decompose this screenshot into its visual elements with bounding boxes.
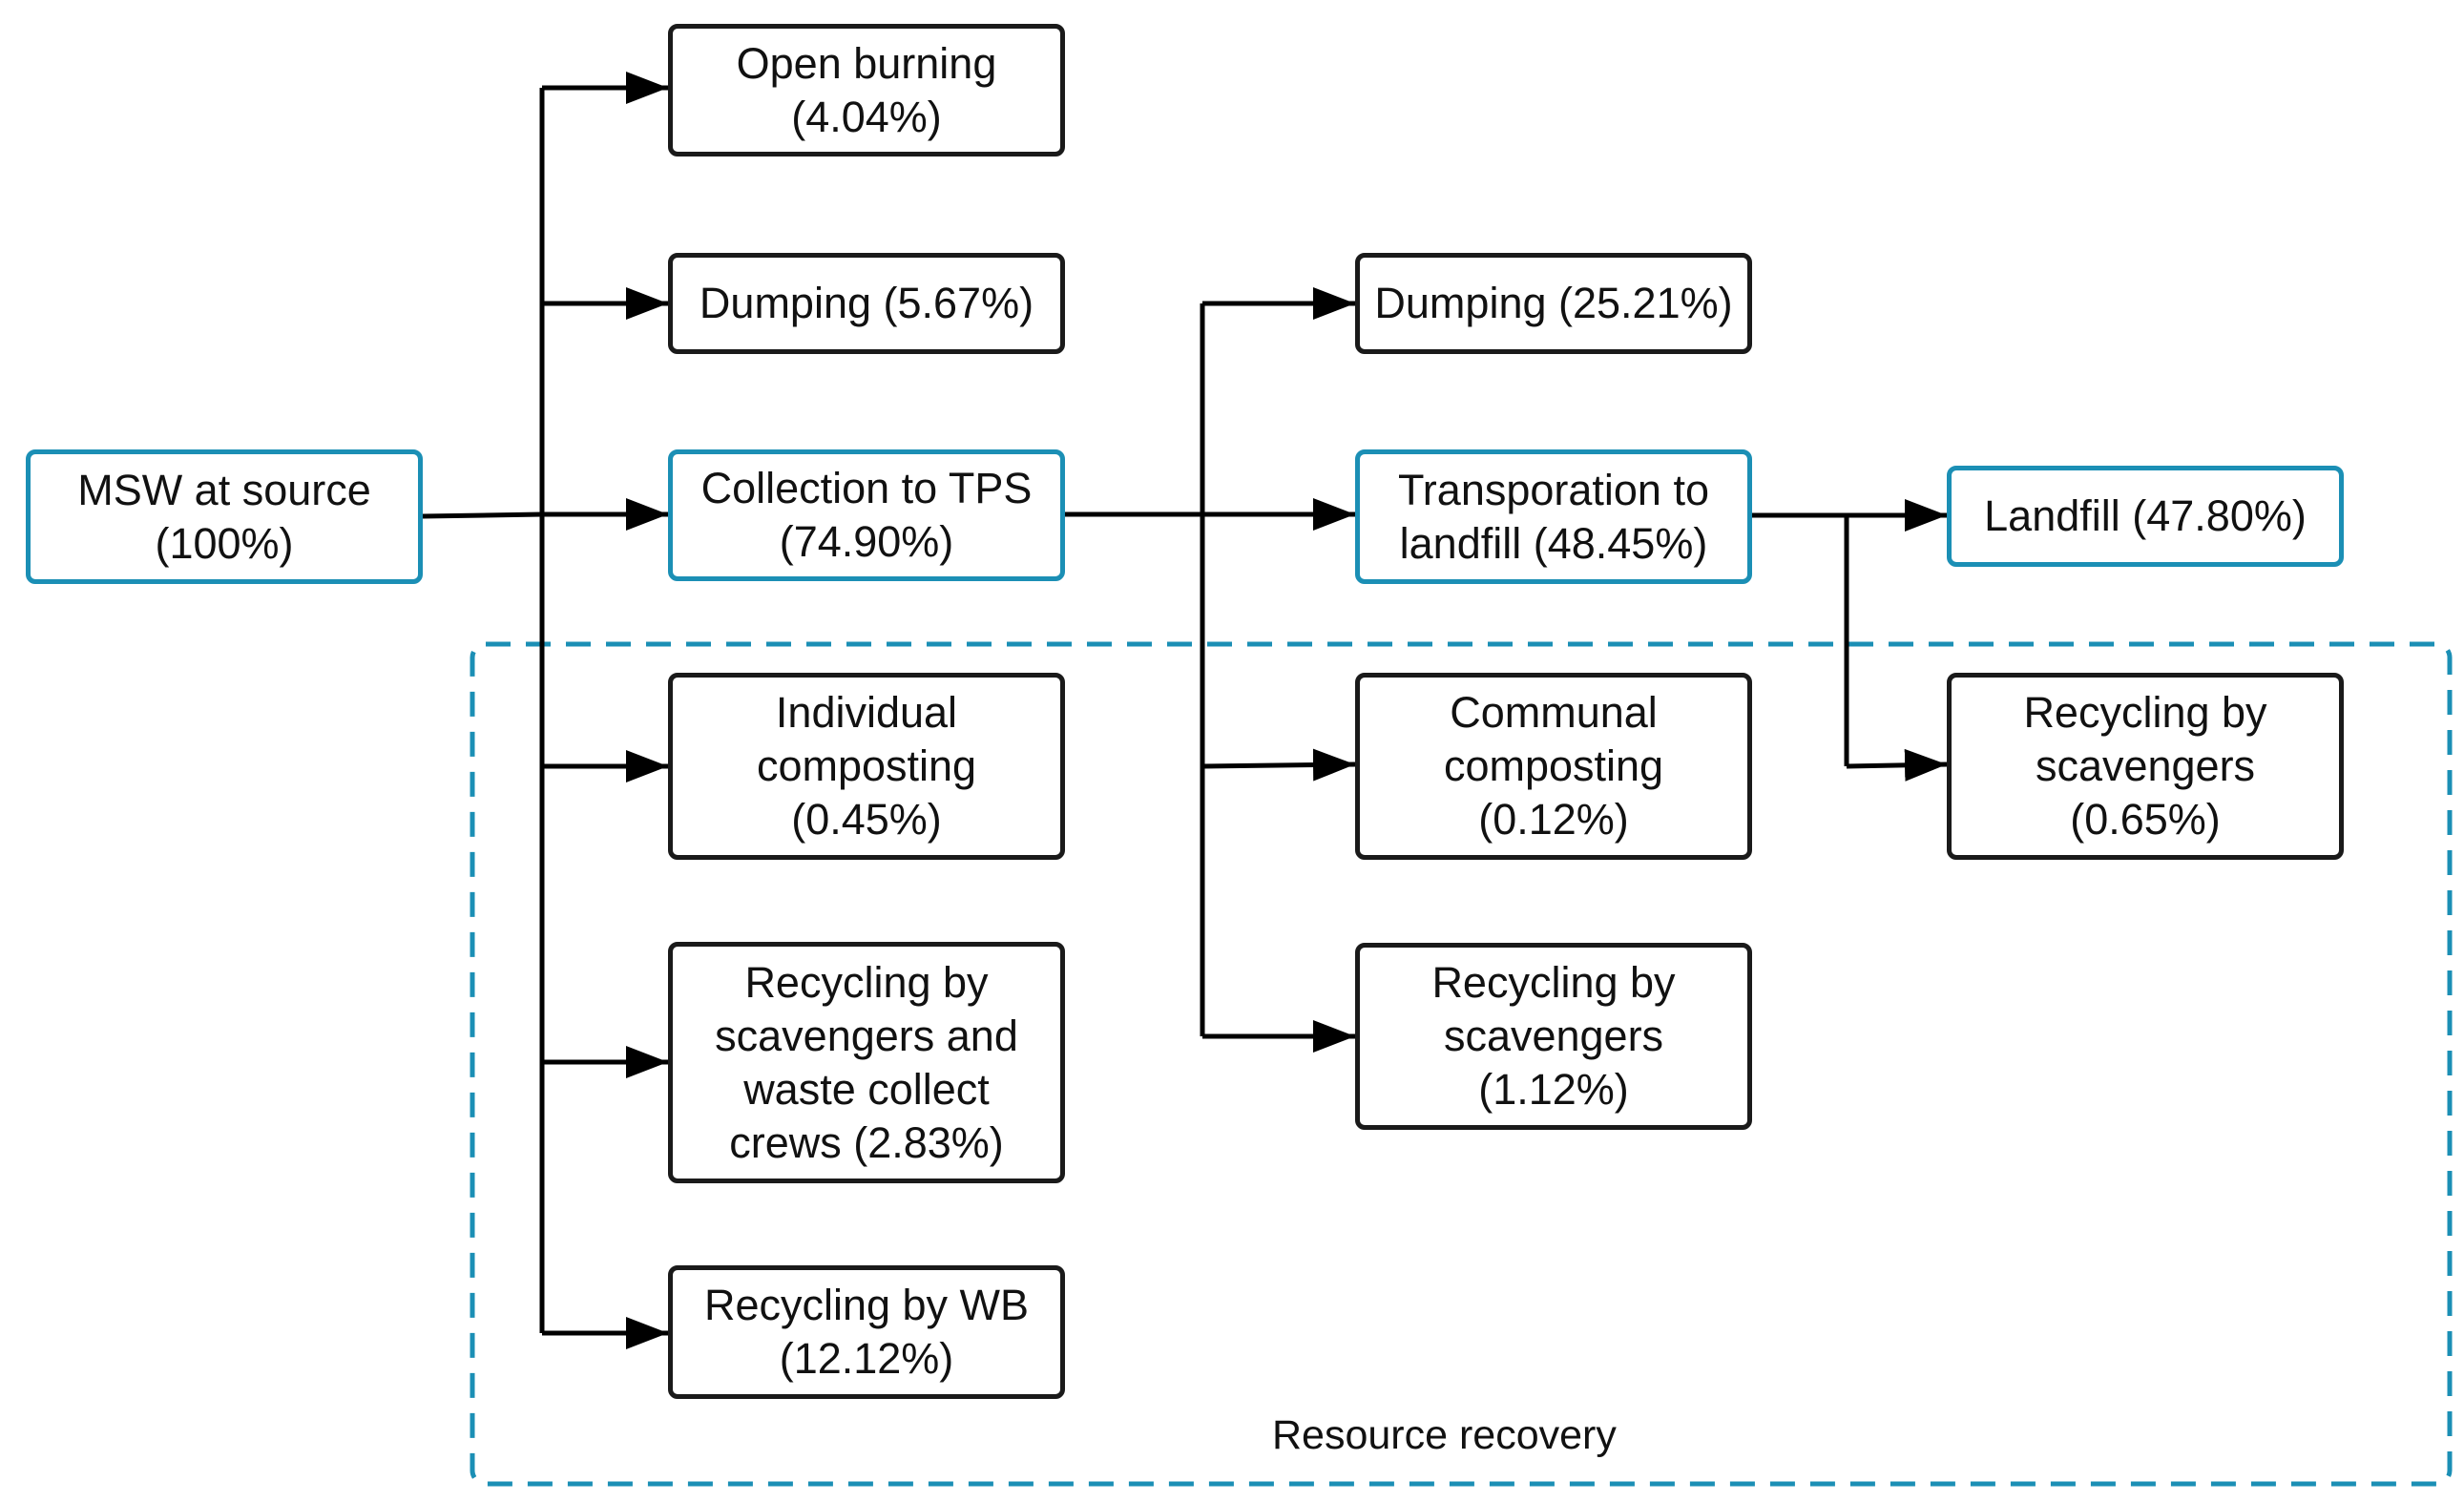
node-open-burning: Open burning (4.04%) (668, 24, 1065, 156)
node-dumping-2: Dumping (25.21%) (1355, 253, 1752, 354)
resource-recovery-region (470, 641, 2453, 1487)
node-recycling-scavengers-2-line-1: Recycling by (1431, 958, 1676, 1007)
node-recycling-scavengers-3-line-1: Recycling by (2023, 688, 2267, 737)
resource-recovery-label: Resource recovery (1272, 1412, 1617, 1458)
node-individual-composting-line-2: composting (756, 741, 977, 790)
node-collection-tps-line-2: (74.90%) (779, 517, 954, 566)
node-recycling-wb-line-1: Recycling by WB (703, 1281, 1030, 1329)
node-collection-tps: Collection to TPS (74.90%) (668, 449, 1065, 581)
node-recycling-scavengers-2-line-2: scavengers (1443, 1012, 1664, 1060)
node-recycling-wb: Recycling by WB (12.12%) (668, 1265, 1065, 1399)
node-dumping-1: Dumping (5.67%) (668, 253, 1065, 354)
node-recycling-scavengers-crews: Recycling by scavengers and waste collec… (668, 942, 1065, 1183)
node-transport-landfill-line-1: Transporation to (1397, 465, 1709, 514)
node-recycling-scavengers-crews-line-4: crews (2.83%) (729, 1117, 1004, 1167)
node-communal-composting: Communal composting (0.12%) (1355, 673, 1752, 860)
node-recycling-scavengers-2-line-3: (1.12%) (1478, 1065, 1629, 1114)
node-recycling-scavengers-3-line-2: scavengers (2035, 741, 2256, 790)
arrow-to-communal-composting (1201, 748, 1356, 782)
node-communal-composting-line-3: (0.12%) (1478, 795, 1629, 844)
node-individual-composting-line-3: (0.45%) (791, 795, 942, 844)
node-transport-landfill-line-2: landfill (48.45%) (1399, 518, 1708, 568)
node-landfill-line-1: Landfill (47.80%) (1984, 491, 2307, 540)
node-communal-composting-line-1: Communal (1450, 688, 1658, 737)
node-recycling-scavengers-2: Recycling by scavengers (1.12%) (1355, 943, 1752, 1130)
node-landfill: Landfill (47.80%) (1947, 466, 2344, 567)
node-msw-source-line-2: (100%) (155, 518, 294, 568)
node-recycling-scavengers-3: Recycling by scavengers (0.65%) (1947, 673, 2344, 860)
node-recycling-scavengers-crews-line-3: waste collect (743, 1064, 990, 1114)
node-recycling-scavengers-crews-line-2: scavengers and (715, 1011, 1018, 1060)
node-dumping-1-line-1: Dumping (5.67%) (699, 279, 1034, 327)
node-msw-source-line-1: MSW at source (77, 465, 371, 514)
arrow-to-recycling-scavengers-3 (1846, 748, 1948, 782)
node-communal-composting-line-2: composting (1443, 741, 1664, 790)
node-open-burning-line-2: (4.04%) (791, 92, 942, 141)
node-individual-composting-line-1: Individual (775, 688, 958, 737)
node-collection-tps-line-1: Collection to TPS (700, 464, 1033, 512)
node-recycling-scavengers-crews-line-1: Recycling by (744, 957, 989, 1007)
node-recycling-wb-line-2: (12.12%) (779, 1334, 954, 1383)
node-dumping-2-line-1: Dumping (25.21%) (1374, 279, 1733, 327)
node-open-burning-line-1: Open burning (736, 38, 997, 88)
node-msw-source: MSW at source (100%) (26, 449, 423, 584)
node-individual-composting: Individual composting (0.45%) (668, 673, 1065, 860)
node-recycling-scavengers-3-line-3: (0.65%) (2070, 795, 2221, 844)
connector-source-trunk (422, 511, 543, 519)
node-transport-landfill: Transporation to landfill (48.45%) (1355, 449, 1752, 584)
